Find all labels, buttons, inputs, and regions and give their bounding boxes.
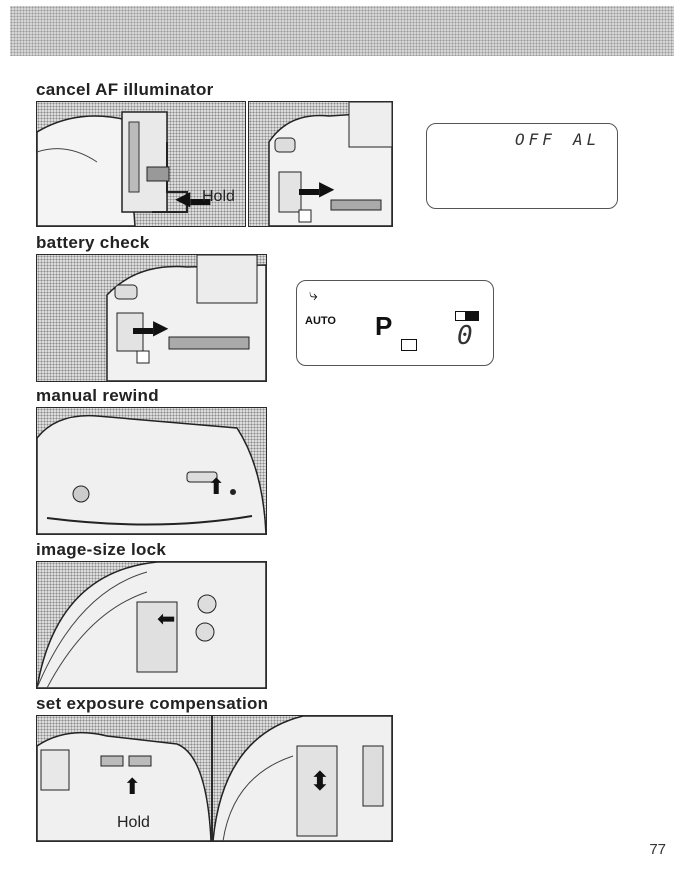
lcd-text-off: OFF <box>515 130 556 149</box>
lcd-battery-display: ⤷ AUTO P 0 <box>296 280 494 366</box>
heading-set-exposure-compensation: set exposure compensation <box>36 694 268 714</box>
up-arrow-icon: ⬆ <box>207 474 225 500</box>
battery-icon <box>455 311 479 321</box>
lcd-text-al: AL <box>573 130 600 149</box>
press-arrow-icon: ▬▶ <box>133 315 168 340</box>
lcd-frame-counter: 0 <box>457 321 473 351</box>
photo-battery-check: ▬▶ <box>36 254 267 382</box>
photo-exposure-hold: ⬆ Hold <box>36 715 212 842</box>
heading-manual-rewind: manual rewind <box>36 386 159 406</box>
up-down-arrow-icon: ⬍ <box>309 766 331 797</box>
hold-callout-label: Hold <box>202 188 235 206</box>
hold-callout-label: Hold <box>117 814 150 832</box>
lcd-af-illuminator-display: OFF AL <box>426 123 618 209</box>
photo-camera-side-hold: ◀▬ Hold <box>36 101 246 227</box>
heading-image-size-lock: image-size lock <box>36 540 166 560</box>
header-banner <box>10 6 674 56</box>
up-arrow-icon: ⬆ <box>123 774 141 800</box>
photo-exposure-dial: ⬍ <box>212 715 393 842</box>
left-arrow-icon: ⬅ <box>157 606 175 632</box>
page-number: 77 <box>649 841 666 858</box>
lcd-auto-label: AUTO <box>305 315 336 327</box>
heading-cancel-af-illuminator: cancel AF illuminator <box>36 80 214 100</box>
photo-manual-rewind: ⬆ <box>36 407 267 535</box>
press-arrow-icon: ▬▶ <box>299 176 334 201</box>
flash-icon: ⤷ <box>309 287 318 305</box>
lcd-program-mode: P <box>375 311 392 342</box>
lcd-small-square-icon <box>401 339 417 351</box>
photo-camera-top-button: ▬▶ <box>248 101 393 227</box>
heading-battery-check: battery check <box>36 233 150 253</box>
photo-image-size-lock: ⬅ <box>36 561 267 689</box>
